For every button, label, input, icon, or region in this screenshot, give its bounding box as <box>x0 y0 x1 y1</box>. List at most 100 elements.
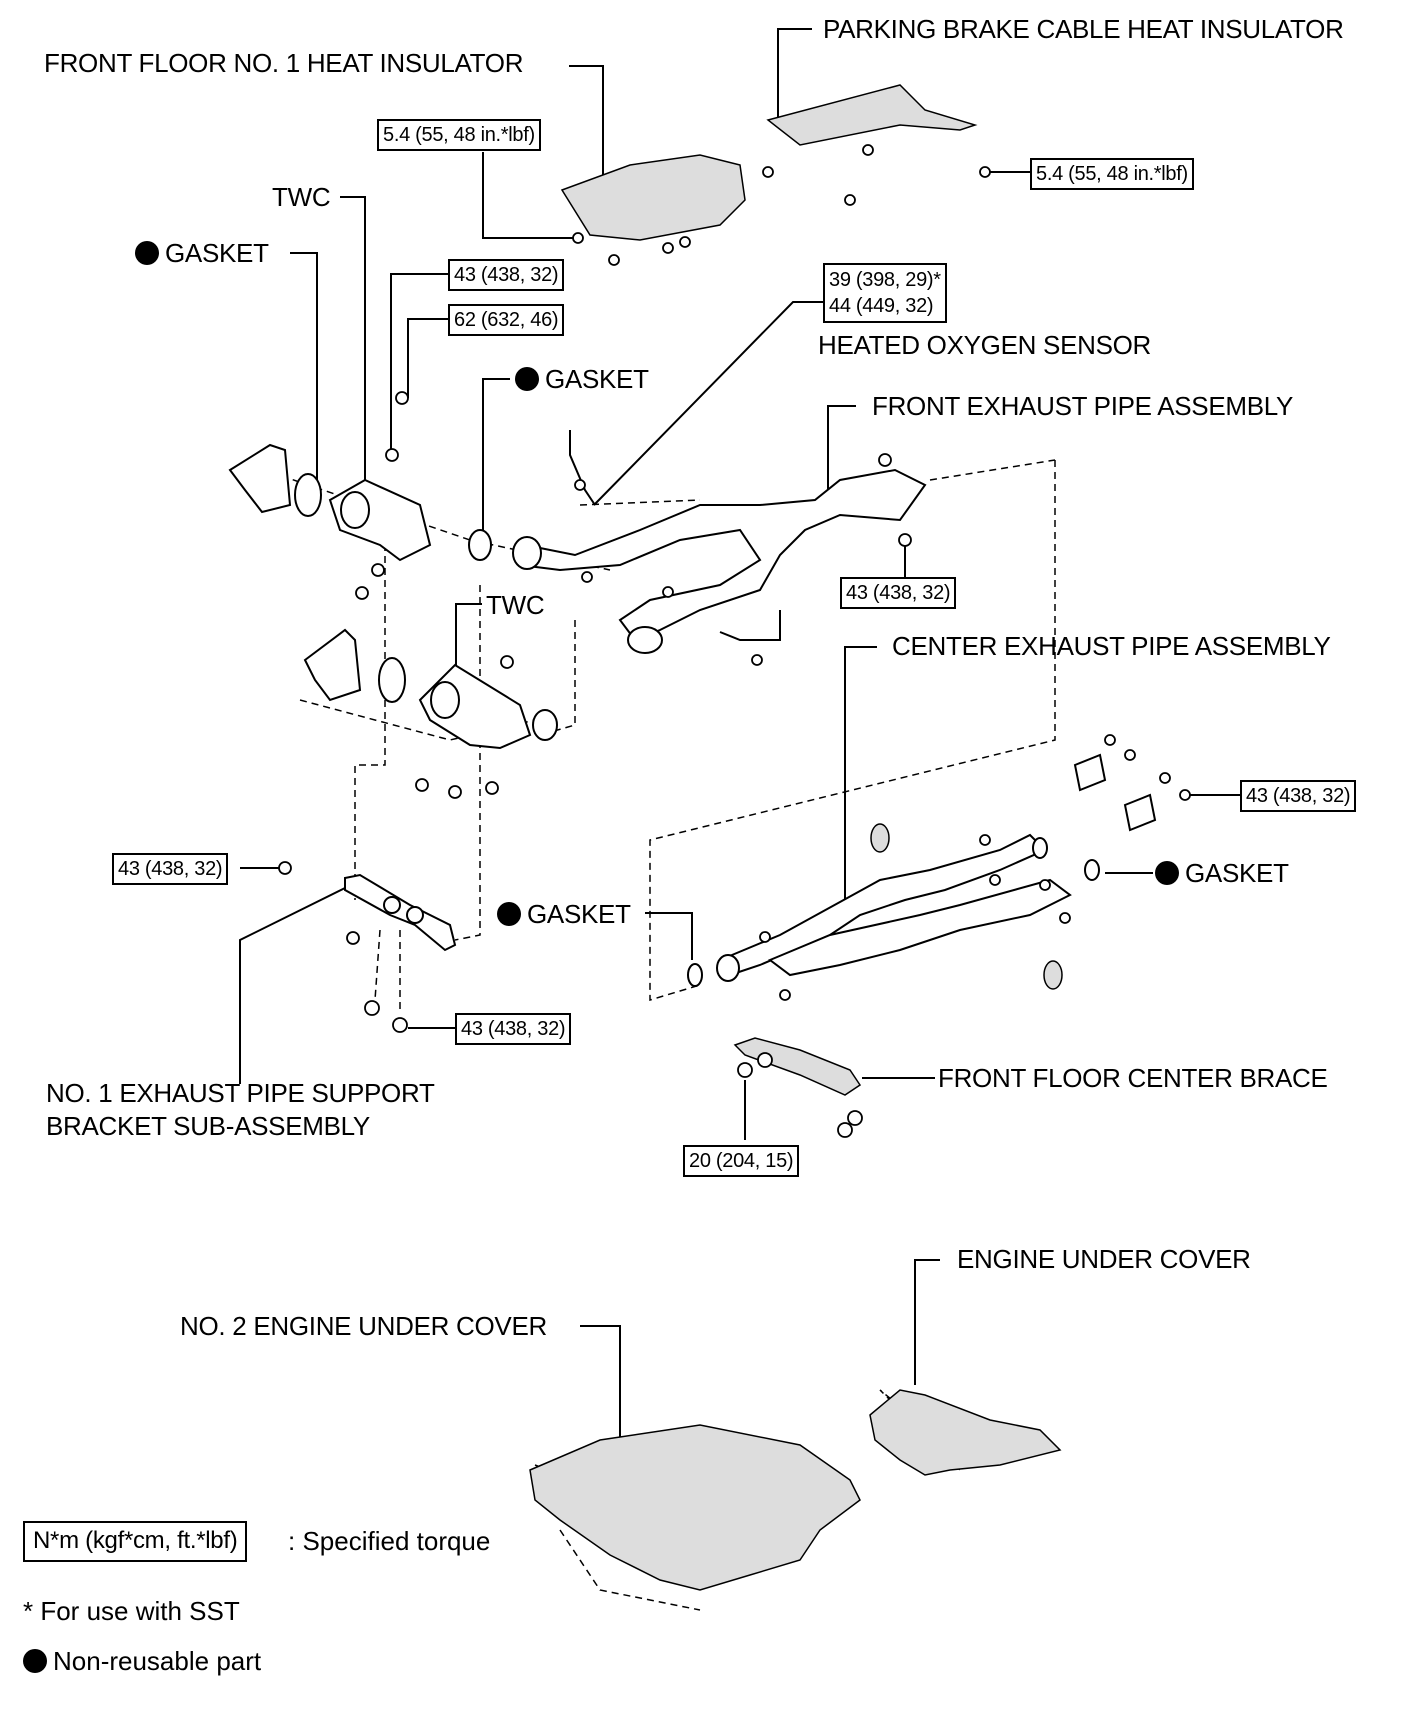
bolt-icon <box>392 1017 408 1033</box>
leader-parking-brake <box>777 28 812 118</box>
label-parking-brake-cable-heat-insulator: PARKING BRAKE CABLE HEAT INSULATOR <box>823 14 1344 44</box>
leader-engine-under-cover <box>914 1259 940 1385</box>
center-pipe-inlet-flange <box>716 954 740 982</box>
hanger-bracket-right-a <box>1073 753 1107 792</box>
support-bracket-part <box>344 873 457 952</box>
nut-icon <box>1159 772 1171 784</box>
legend-non-reusable: Non-reusable part <box>23 1648 261 1674</box>
non-reusable-dot-icon <box>1155 861 1179 885</box>
torque-box-bracket-nut: 43 (438, 32) <box>112 853 229 885</box>
front-floor-heat-insulator-part <box>560 154 746 241</box>
gasket-text: GASKET <box>545 364 649 394</box>
torque-box-heat-insulator-front: 5.4 (55, 48 in.*lbf) <box>377 119 541 151</box>
nut-icon <box>500 655 514 669</box>
nut-icon <box>862 144 874 156</box>
torque-box-bracket-bolt: 43 (438, 32) <box>455 1013 572 1045</box>
leader-front-floor-heat-insulator <box>569 65 604 180</box>
leader-torque-62 <box>407 318 448 398</box>
bolt-icon <box>1059 912 1071 924</box>
leader-twc-lower <box>455 603 482 685</box>
leader-oxygen-sensor <box>593 301 823 506</box>
nut-icon <box>608 254 620 266</box>
torque-box-front-pipe-nut: 43 (438, 32) <box>840 577 957 609</box>
non-reusable-dot-icon <box>23 1649 47 1673</box>
bolt-icon <box>757 1052 773 1068</box>
torque-box-heat-insulator-parking: 5.4 (55, 48 in.*lbf) <box>1030 158 1194 190</box>
nut-icon <box>385 448 399 462</box>
bolt-icon <box>364 1000 380 1016</box>
bolt-icon <box>759 931 771 943</box>
nut-icon <box>878 453 892 467</box>
nut-icon <box>1124 749 1136 761</box>
leader-gasket-middle <box>482 378 510 530</box>
bolt-icon <box>844 194 856 206</box>
exhaust-manifold-lower <box>303 628 362 702</box>
gasket-upper-left-part <box>294 473 322 517</box>
engine-under-cover-part <box>869 1389 1062 1476</box>
bolt-icon <box>979 834 991 846</box>
leader-no2-engine-under-cover <box>580 1325 621 1455</box>
exhaust-manifold-upper <box>228 443 292 514</box>
bolt-icon <box>989 874 1001 886</box>
hanger-bracket-right-b <box>1123 793 1157 832</box>
twc-lower-flange <box>430 681 460 719</box>
nut-icon <box>395 391 409 405</box>
oxygen-sensor-upper <box>569 430 596 506</box>
nut-icon <box>662 242 674 254</box>
leader-center-exhaust <box>844 646 877 900</box>
label-center-exhaust-pipe-assembly: CENTER EXHAUST PIPE ASSEMBLY <box>892 631 1331 661</box>
nut-icon <box>448 785 462 799</box>
nut-icon <box>679 236 691 248</box>
nut-icon <box>1104 734 1116 746</box>
oxygen-sensor-lower <box>719 610 781 641</box>
label-gasket-middle: GASKET <box>515 366 649 392</box>
gasket-text: GASKET <box>1185 858 1289 888</box>
nut-icon <box>898 533 912 547</box>
rubber-hanger-lower <box>1043 960 1063 990</box>
label-gasket-center-left: GASKET <box>497 901 631 927</box>
nut-icon <box>278 861 292 875</box>
front-floor-center-brace-part <box>733 1037 862 1096</box>
legend-sst-note: * For use with SST <box>23 1596 240 1626</box>
non-reusable-dot-icon <box>515 367 539 391</box>
bolt-icon <box>662 586 674 598</box>
front-pipe-flange-lower <box>627 626 663 654</box>
bolt-icon <box>837 1122 853 1138</box>
bolt-icon <box>1039 879 1051 891</box>
nut-icon <box>762 166 774 178</box>
nut-icon <box>1179 789 1191 801</box>
label-engine-under-cover: ENGINE UNDER COVER <box>957 1244 1251 1274</box>
legend-torque-desc: : Specified torque <box>288 1526 491 1556</box>
gasket-lower-right-part <box>532 709 558 741</box>
torque-box-oxygen-sensor: 39 (398, 29)* 44 (449, 32) <box>823 263 947 323</box>
gasket-middle-part <box>468 529 492 561</box>
center-exhaust-pipe-right-branch <box>768 878 1072 977</box>
leader-gasket-upper-left <box>290 252 318 485</box>
label-twc-lower: TWC <box>486 590 545 620</box>
parts <box>228 84 1157 1591</box>
torque-oxygen-sensor-std: 44 (449, 32) <box>829 295 934 317</box>
leader-torque-heat-insulator <box>482 152 578 239</box>
nut-icon <box>415 778 429 792</box>
gasket-text: GASKET <box>165 238 269 268</box>
nut-icon <box>355 586 369 600</box>
label-no2-engine-under-cover: NO. 2 ENGINE UNDER COVER <box>180 1311 547 1341</box>
torque-box-center-pipe-nut: 43 (438, 32) <box>1240 780 1357 812</box>
non-reusable-dot-icon <box>497 902 521 926</box>
leader-gasket-center-left <box>645 912 693 960</box>
front-exhaust-pipe-part <box>518 468 927 642</box>
bolt-icon <box>979 166 991 178</box>
label-front-floor-center-brace: FRONT FLOOR CENTER BRACE <box>938 1063 1328 1093</box>
twc-upper-flange <box>340 491 370 529</box>
rubber-hanger-upper <box>870 823 890 853</box>
leader-front-exhaust <box>827 405 856 495</box>
no2-engine-under-cover-part <box>529 1424 861 1591</box>
legend-torque-unit-box: N*m (kgf*cm, ft.*lbf) <box>23 1521 248 1562</box>
label-front-exhaust-pipe-assembly: FRONT EXHAUST PIPE ASSEMBLY <box>872 391 1294 421</box>
bolt-icon <box>847 1110 863 1126</box>
label-gasket-upper-left: GASKET <box>135 240 269 266</box>
non-reusable-dot-icon <box>135 241 159 265</box>
label-no1-exhaust-pipe-support-bracket-line2: BRACKET SUB-ASSEMBLY <box>46 1111 370 1141</box>
torque-box-twc-nut-upper: 43 (438, 32) <box>448 259 565 291</box>
